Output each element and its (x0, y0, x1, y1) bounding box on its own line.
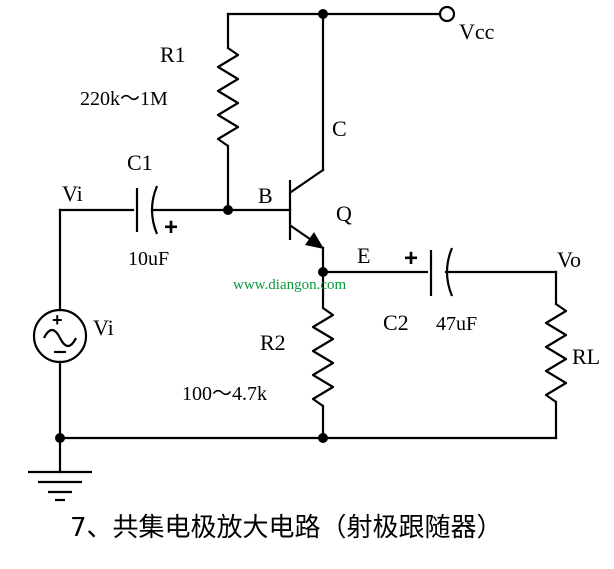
c2-plus-sign: + (404, 245, 418, 272)
vo-label: Vo (557, 247, 581, 272)
resistor-rl (544, 303, 568, 403)
c1-value-label: 10uF (128, 248, 169, 270)
collector-lead (289, 168, 325, 194)
vcc-terminal (438, 5, 456, 23)
c1-plus-sign: + (164, 214, 178, 241)
source-plus-sign: + (52, 310, 63, 330)
r2-name-label: R2 (260, 330, 286, 355)
vi-node-label: Vi (62, 181, 83, 206)
vcc-label: Vcc (459, 19, 495, 44)
c2-name-label: C2 (383, 310, 409, 335)
c2-value-label: 47uF (436, 313, 477, 335)
diagram-caption: 7、共集电极放大电路（射极跟随器） (70, 513, 503, 543)
collector-label: C (332, 116, 347, 141)
transistor-label: Q (336, 201, 352, 226)
emitter-label: E (357, 243, 370, 268)
vi-source-label: Vi (93, 315, 114, 340)
resistor-r1 (216, 47, 240, 147)
emitter-arrow (305, 232, 324, 249)
base-label: B (258, 183, 273, 208)
r1-name-label: R1 (160, 42, 186, 67)
resistor-r2 (311, 307, 335, 407)
c1-name-label: C1 (127, 150, 153, 175)
ac-sine-icon (43, 328, 77, 348)
watermark: www.diangon.com (233, 277, 347, 293)
r1-value-label: 220k～1M (80, 88, 168, 110)
r2-value-label: 100～4.7k (182, 383, 267, 405)
load-label: RL (572, 344, 600, 369)
